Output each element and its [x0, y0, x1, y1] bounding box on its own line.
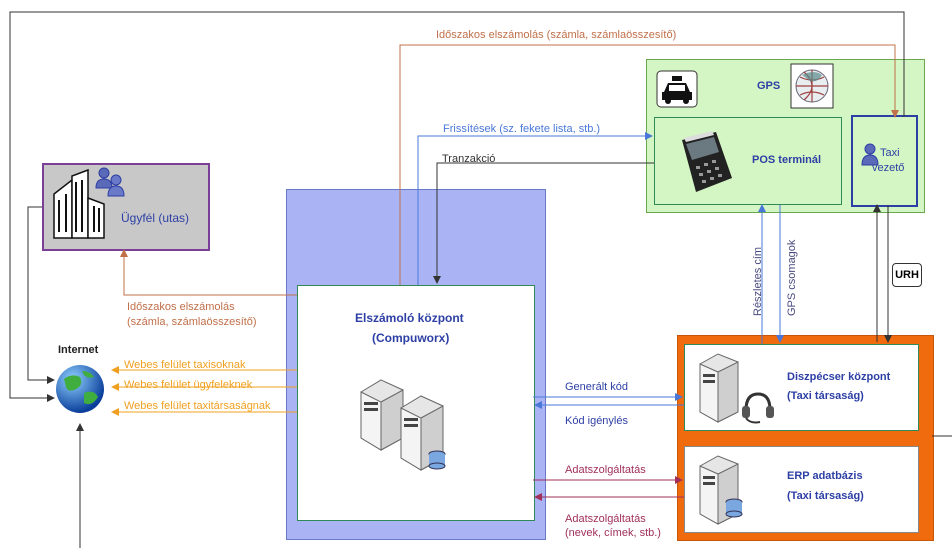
- label-web-clients: Webes felület ügyfeleknek: [124, 379, 253, 391]
- label-updates: Frissítések (sz. fekete lista, stb.): [443, 123, 601, 135]
- label-gps-packets: GPS csomagok: [786, 239, 798, 316]
- label-periodic-client-1: Időszakos elszámolás: [127, 301, 235, 313]
- wire-updates: [417, 132, 653, 285]
- label-code-request: Kód igénylés: [565, 415, 628, 427]
- pos-terminal-box[interactable]: [654, 117, 842, 205]
- dispatch-label-1: Diszpécser központ: [787, 371, 891, 383]
- wire-transaction: [433, 162, 654, 284]
- internet-globe-icon: [56, 365, 104, 413]
- wire-periodic-top: [399, 44, 899, 285]
- person-icon: [861, 143, 879, 166]
- erp-label-2: (Taxi társaság): [787, 490, 864, 502]
- label-web-companies: Webes felület taxitársaságnak: [124, 400, 271, 412]
- urh-badge: URH: [892, 263, 922, 287]
- server-icon: [360, 379, 446, 471]
- label-data-service-2a: Adatszolgáltatás: [565, 513, 646, 525]
- database-icon: [699, 455, 743, 525]
- client-label: Ügyfél (utas): [121, 211, 190, 225]
- server-icon: [699, 353, 739, 423]
- pos-terminal-icon: [682, 131, 732, 192]
- wire-client-internet: [27, 206, 55, 384]
- dispatch-label-2: (Taxi társaság): [787, 390, 864, 402]
- wire-periodic-client: [120, 249, 297, 296]
- globe-grid-icon: [790, 63, 834, 109]
- driver-label-2: vezető: [872, 162, 905, 174]
- buildings-icon: [53, 168, 105, 239]
- center-label-1: Elszámoló központ: [355, 311, 464, 325]
- internet-label: Internet: [58, 344, 99, 356]
- gps-label: GPS: [757, 80, 781, 92]
- label-detailed-address: Részletes cím: [752, 246, 764, 316]
- driver-label-1: Taxi: [880, 147, 900, 159]
- erp-label-1: ERP adatbázis: [787, 470, 863, 482]
- center-label-2: (Compuworx): [372, 331, 450, 345]
- label-generated-code: Generált kód: [565, 381, 628, 393]
- label-web-taxi: Webes felület taxisoknak: [124, 359, 246, 371]
- label-periodic-top: Időszakos elszámolás (számla, számlaössz…: [436, 29, 677, 41]
- taxi-icon: [656, 70, 698, 108]
- label-data-service: Adatszolgáltatás: [565, 464, 646, 476]
- wire-top-loop: [9, 11, 905, 402]
- label-transaction: Tranzakció: [442, 153, 496, 165]
- people-icon: [95, 167, 125, 197]
- headset-icon: [742, 392, 774, 424]
- label-data-service-2b: (nevek, címek, stb.): [565, 527, 661, 539]
- label-periodic-client-2: (számla, számlaösszesítő): [127, 316, 257, 328]
- pos-label: POS terminál: [752, 154, 822, 166]
